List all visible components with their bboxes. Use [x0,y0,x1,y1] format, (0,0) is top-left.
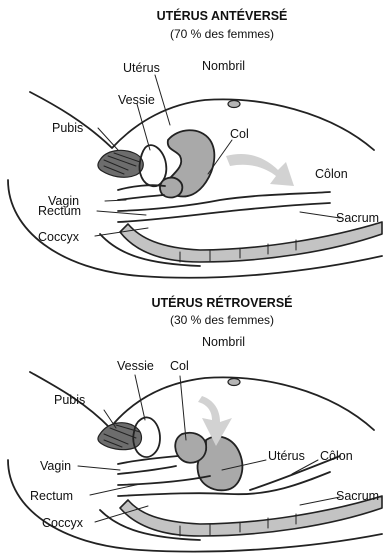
top-direction-arrow [226,154,294,186]
bottom-title: UTÉRUS RÉTROVERSÉ [152,295,293,310]
top-label-pubis: Pubis [52,121,83,135]
top-label-colon: Côlon [315,167,348,181]
bottom-subtitle: (30 % des femmes) [170,313,274,327]
bottom-cervix [175,433,206,463]
top-subtitle: (70 % des femmes) [170,27,274,41]
top-navel [228,101,240,108]
top-pubis-bone [98,150,143,177]
top-title: UTÉRUS ANTÉVERSÉ [157,8,288,23]
top-label-col: Col [230,127,249,141]
anteverted-diagram: UTÉRUS ANTÉVERSÉ (70 % des femmes) [8,8,382,278]
bottom-label-rectum: Rectum [30,489,73,503]
bottom-label-colon: Côlon [320,449,353,463]
top-label-uterus: Utérus [123,61,160,75]
retroverted-diagram: UTÉRUS RÉTROVERSÉ (30 % des femmes) [8,295,382,552]
top-label-rectum: Rectum [38,204,81,218]
bottom-label-vessie: Vessie [117,359,154,373]
top-label-coccyx: Coccyx [38,230,80,244]
bottom-label-sacrum: Sacrum [336,489,379,503]
top-label-sacrum: Sacrum [336,211,379,225]
bottom-label-col: Col [170,359,189,373]
bottom-label-nombril: Nombril [202,335,245,349]
top-sacrum [120,222,382,262]
bottom-label-pubis: Pubis [54,393,85,407]
bottom-vagina [118,456,178,474]
top-label-vessie: Vessie [118,93,155,107]
bottom-label-uterus: Utérus [268,449,305,463]
bottom-label-coccyx: Coccyx [42,516,84,530]
top-vagina [118,185,165,200]
bottom-navel [228,379,240,386]
top-label-nombril: Nombril [202,59,245,73]
bottom-label-vagin: Vagin [40,459,71,473]
